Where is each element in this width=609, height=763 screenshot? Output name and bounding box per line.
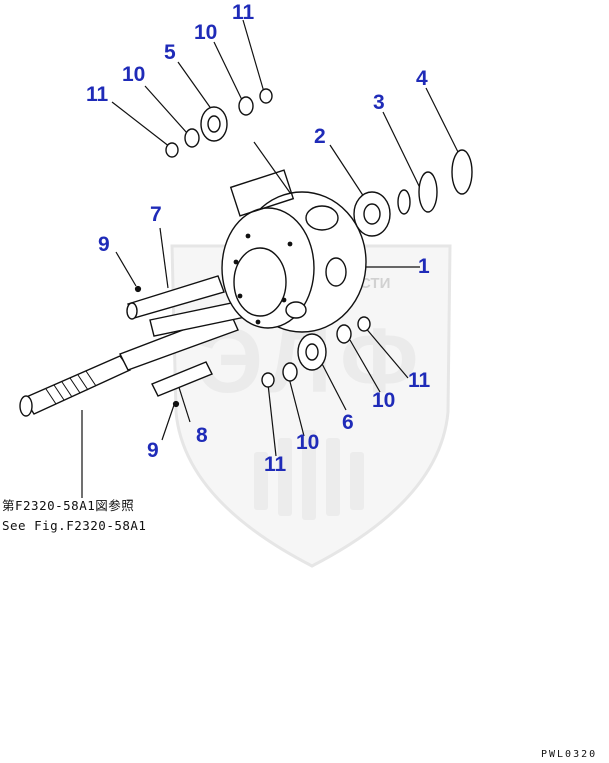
callout-10-top: 10 — [194, 21, 218, 44]
leader-lines — [81, 19, 463, 498]
callout-8: 8 — [196, 424, 208, 447]
callout-10-bottom: 10 — [296, 431, 320, 454]
callout-2: 2 — [314, 125, 326, 148]
bearings-and-rings — [165, 88, 473, 388]
reference-note-jp: 第F2320-58A1図参照 — [2, 498, 135, 513]
callout-10-right: 10 — [372, 389, 396, 412]
reference-note-en: See Fig.F2320-58A1 — [2, 518, 147, 533]
callout-9-upper: 9 — [98, 233, 110, 256]
callout-1: 1 — [418, 255, 430, 278]
callout-11-right: 11 — [408, 369, 431, 392]
callout-3: 3 — [373, 91, 385, 114]
callout-10-left: 10 — [122, 63, 146, 86]
callout-11-top: 11 — [232, 1, 255, 24]
callout-11-bottom: 11 — [264, 453, 287, 476]
callout-5: 5 — [164, 41, 176, 64]
carrier-housing — [221, 169, 367, 333]
callout-7: 7 — [150, 203, 162, 226]
callout-9-lower: 9 — [147, 439, 159, 462]
callout-4: 4 — [416, 67, 428, 90]
callout-6: 6 — [342, 411, 354, 434]
callout-11-left: 11 — [86, 83, 109, 106]
shaft-assembly — [19, 275, 251, 417]
figure-code: PWL0320 — [541, 749, 598, 760]
